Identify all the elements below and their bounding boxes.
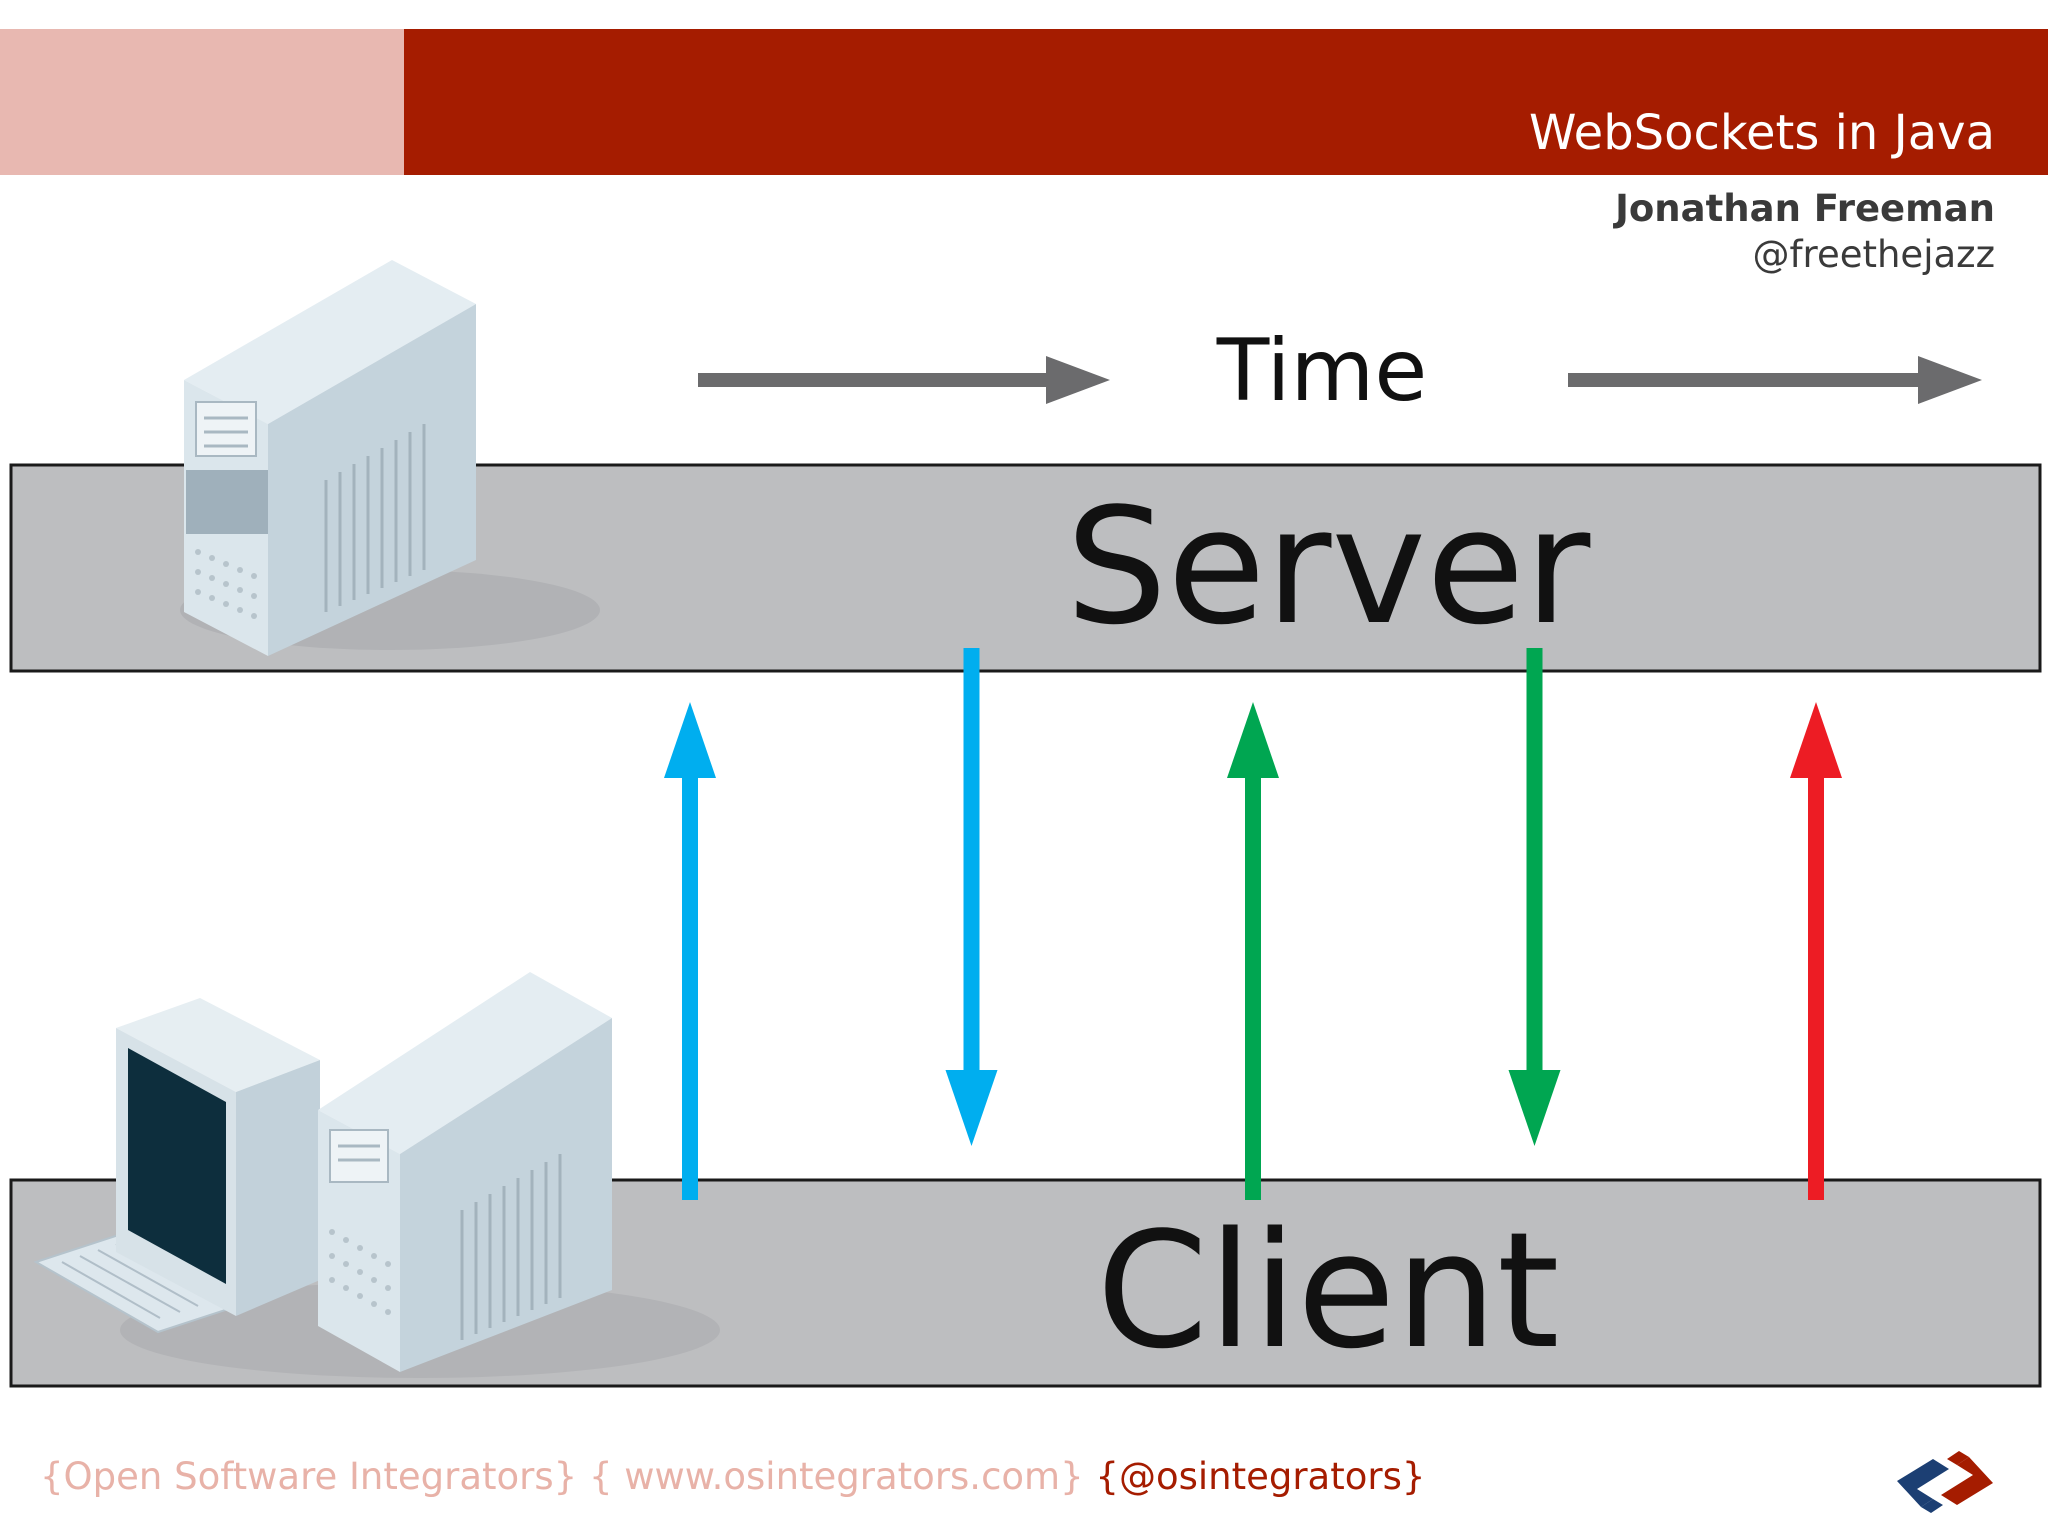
footer-company: {Open Software Integrators} — [40, 1455, 578, 1498]
time-label: Time — [1216, 321, 1427, 421]
osi-logo-icon — [1897, 1451, 1993, 1513]
server-tower-icon — [180, 260, 600, 656]
time-arrow-right — [1568, 356, 1982, 404]
message-arrow-down-4 — [1508, 648, 1561, 1146]
deck-title: WebSockets in Java — [1529, 105, 1995, 161]
message-arrow-up-1 — [664, 702, 716, 1200]
footer: {Open Software Integrators} { www.osinte… — [40, 1452, 1425, 1502]
message-arrow-down-2 — [945, 648, 998, 1146]
time-arrow-left — [698, 356, 1110, 404]
server-label: Server — [1066, 473, 1591, 660]
message-arrow-up-5 — [1790, 702, 1842, 1200]
client-label: Client — [1096, 1197, 1559, 1384]
header-band — [404, 29, 2048, 175]
author-name: Jonathan Freeman — [1615, 187, 1995, 230]
message-arrow-up-3 — [1227, 702, 1279, 1200]
author-block: Jonathan Freeman @freethejazz — [1615, 186, 1995, 278]
header-accent-band — [0, 29, 404, 175]
client-computer-icon — [33, 972, 720, 1378]
author-handle: @freethejazz — [1752, 233, 1995, 276]
footer-twitter-link[interactable]: {@osintegrators} — [1095, 1455, 1426, 1498]
footer-site-link[interactable]: { www.osintegrators.com} — [588, 1455, 1084, 1498]
message-arrows — [664, 648, 1842, 1200]
